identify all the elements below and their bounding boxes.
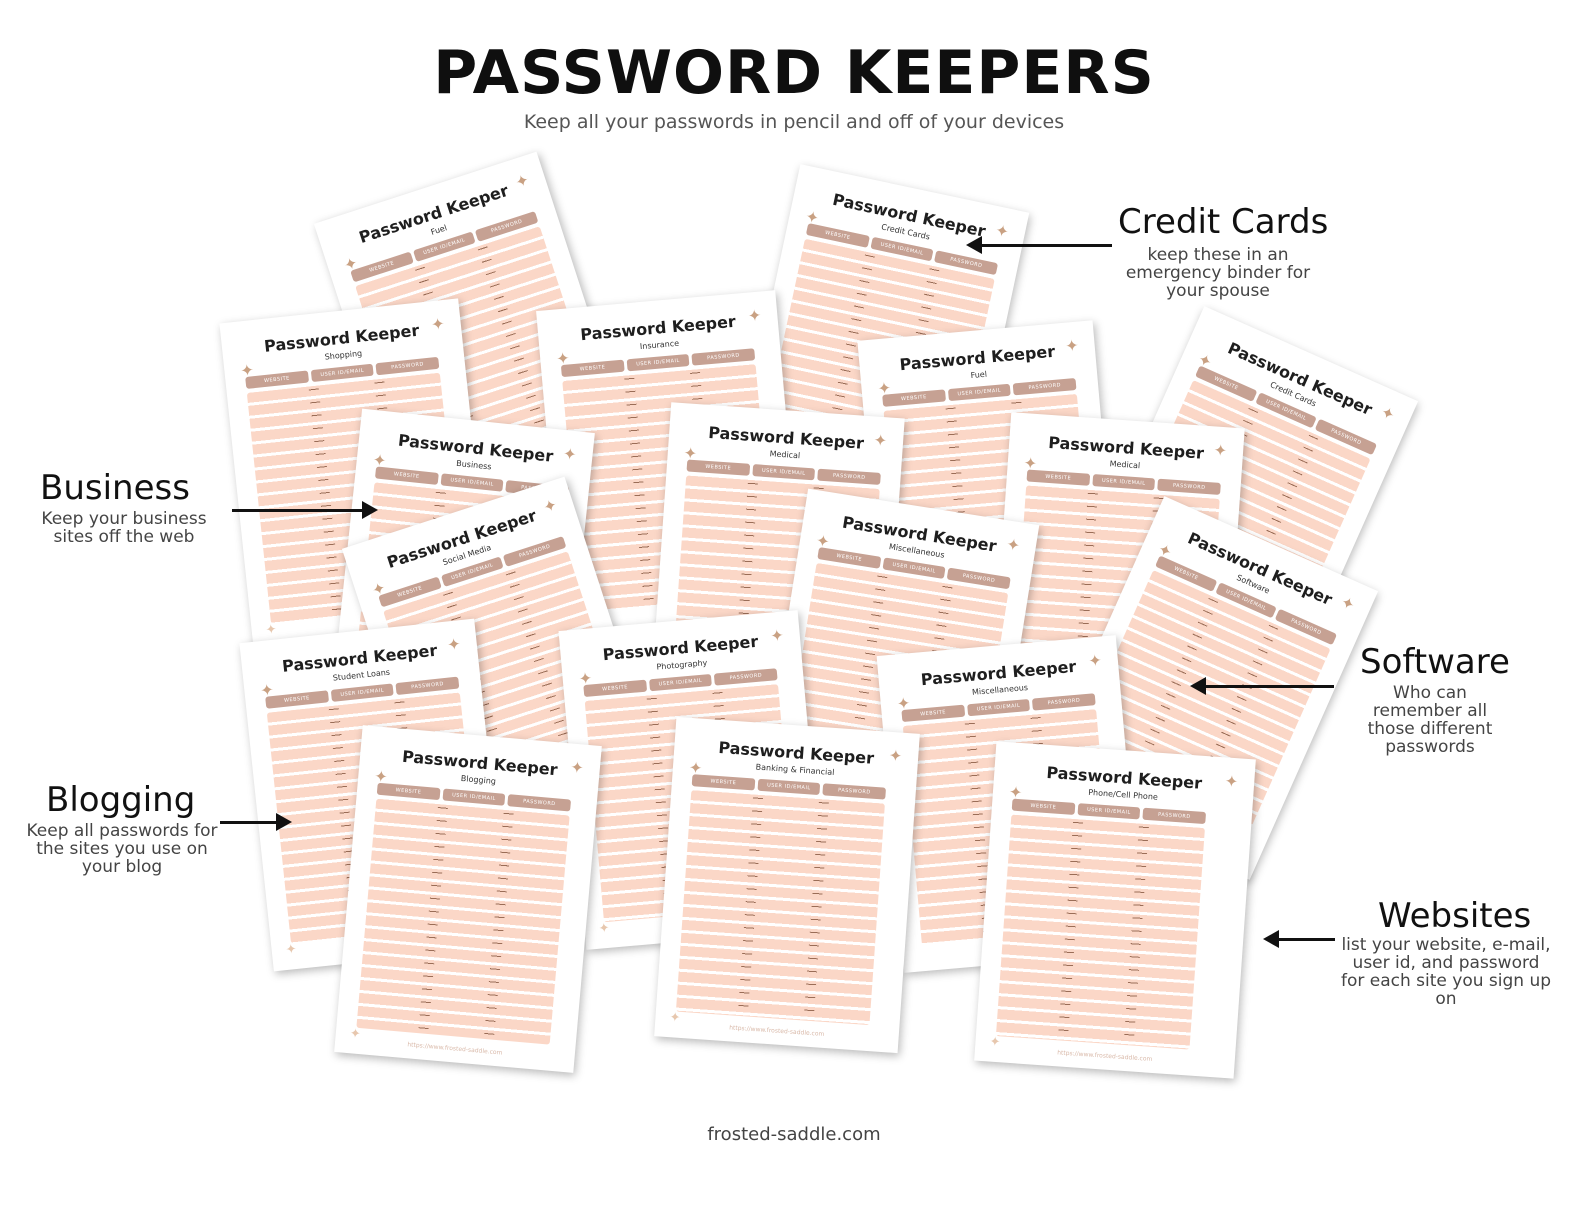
arrow-icon <box>966 236 1112 254</box>
sheet-url: https://www.frosted-saddle.com <box>1056 1049 1153 1063</box>
callout-title: Business <box>40 468 190 508</box>
callout-title: Credit Cards <box>1118 202 1329 242</box>
callout-description: list your website, e-mail, user id, and … <box>1340 935 1552 1009</box>
callout-credit-cards: Credit Cards keep these in an emergency … <box>1118 202 1329 301</box>
callout-software: Software Who can remember all those diff… <box>1350 642 1520 756</box>
page-title: PASSWORD KEEPERS <box>433 38 1155 108</box>
callout-business: Business Keep your business sites off th… <box>36 468 212 546</box>
arrow-icon <box>1263 930 1335 948</box>
sheet-rows <box>995 814 1205 1050</box>
arrow-icon <box>232 501 378 519</box>
callout-blogging: Blogging Keep all passwords for the site… <box>22 780 222 876</box>
callout-title: Websites <box>1378 896 1532 936</box>
callout-description: Keep your business sites off the web <box>41 509 207 547</box>
sparkle-star-icon: ✦ <box>988 1034 1001 1051</box>
sparkle-star-icon: ✦ <box>349 1026 362 1043</box>
sparkle-star-icon: ✦ <box>284 941 298 959</box>
sparkle-star-icon: ✦ <box>597 920 611 937</box>
callout-title: Blogging <box>46 780 196 820</box>
callout-description: keep these in an emergency binder for yo… <box>1125 245 1311 301</box>
arrow-icon <box>220 813 292 831</box>
callout-description: Who can remember all those different pas… <box>1367 683 1493 757</box>
sheet-banking-financial: ✦ ✦ Password Keeper Banking & Financial … <box>654 716 920 1054</box>
sheet-phone-cell-phone: ✦ ✦ Password Keeper Phone/Cell Phone WEB… <box>974 741 1256 1079</box>
callout-websites: Websites list your website, e-mail, user… <box>1340 896 1554 1008</box>
page-subtitle: Keep all your passwords in pencil and of… <box>523 111 1065 133</box>
callout-description: Keep all passwords for the sites you use… <box>26 821 218 877</box>
callout-title: Software <box>1360 642 1510 682</box>
footer-site: frosted-saddle.com <box>707 1124 881 1145</box>
sparkle-star-icon: ✦ <box>265 622 278 639</box>
sheet-rows <box>675 790 885 1026</box>
sheet-rows <box>356 798 570 1045</box>
sparkle-star-icon: ✦ <box>668 1010 681 1026</box>
arrow-icon <box>1190 677 1334 695</box>
